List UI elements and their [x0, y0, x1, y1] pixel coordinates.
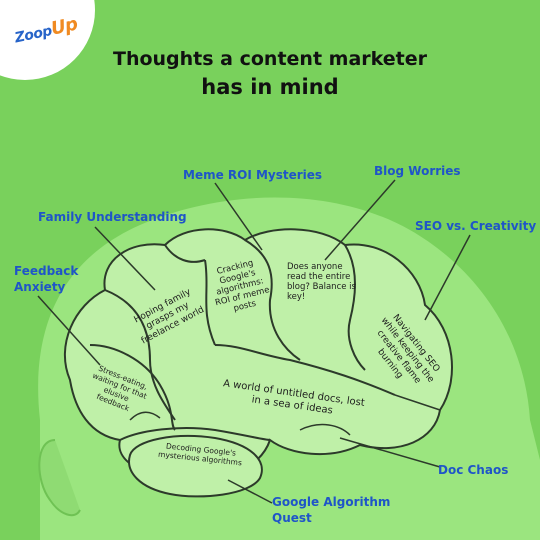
- label-seo-vs-creativity: SEO vs. Creativity: [415, 219, 537, 233]
- cerebellum-outline: [128, 435, 263, 498]
- label-doc-chaos: Doc Chaos: [438, 463, 509, 477]
- label-google-algorithm-quest: Google Algorithm Quest: [272, 495, 391, 525]
- title-line-1: Thoughts a content marketer: [112, 48, 427, 70]
- label-feedback-anxiety: Feedback Anxiety: [14, 264, 79, 294]
- title-line-2: has in mind: [201, 75, 339, 99]
- region-blog: Does anyone read the entire blog? Balanc…: [287, 262, 356, 302]
- ear-shape: [38, 439, 81, 517]
- label-family-understanding: Family Understanding: [38, 210, 187, 224]
- label-meme-roi: Meme ROI Mysteries: [183, 168, 323, 182]
- label-blog-worries: Blog Worries: [374, 164, 461, 178]
